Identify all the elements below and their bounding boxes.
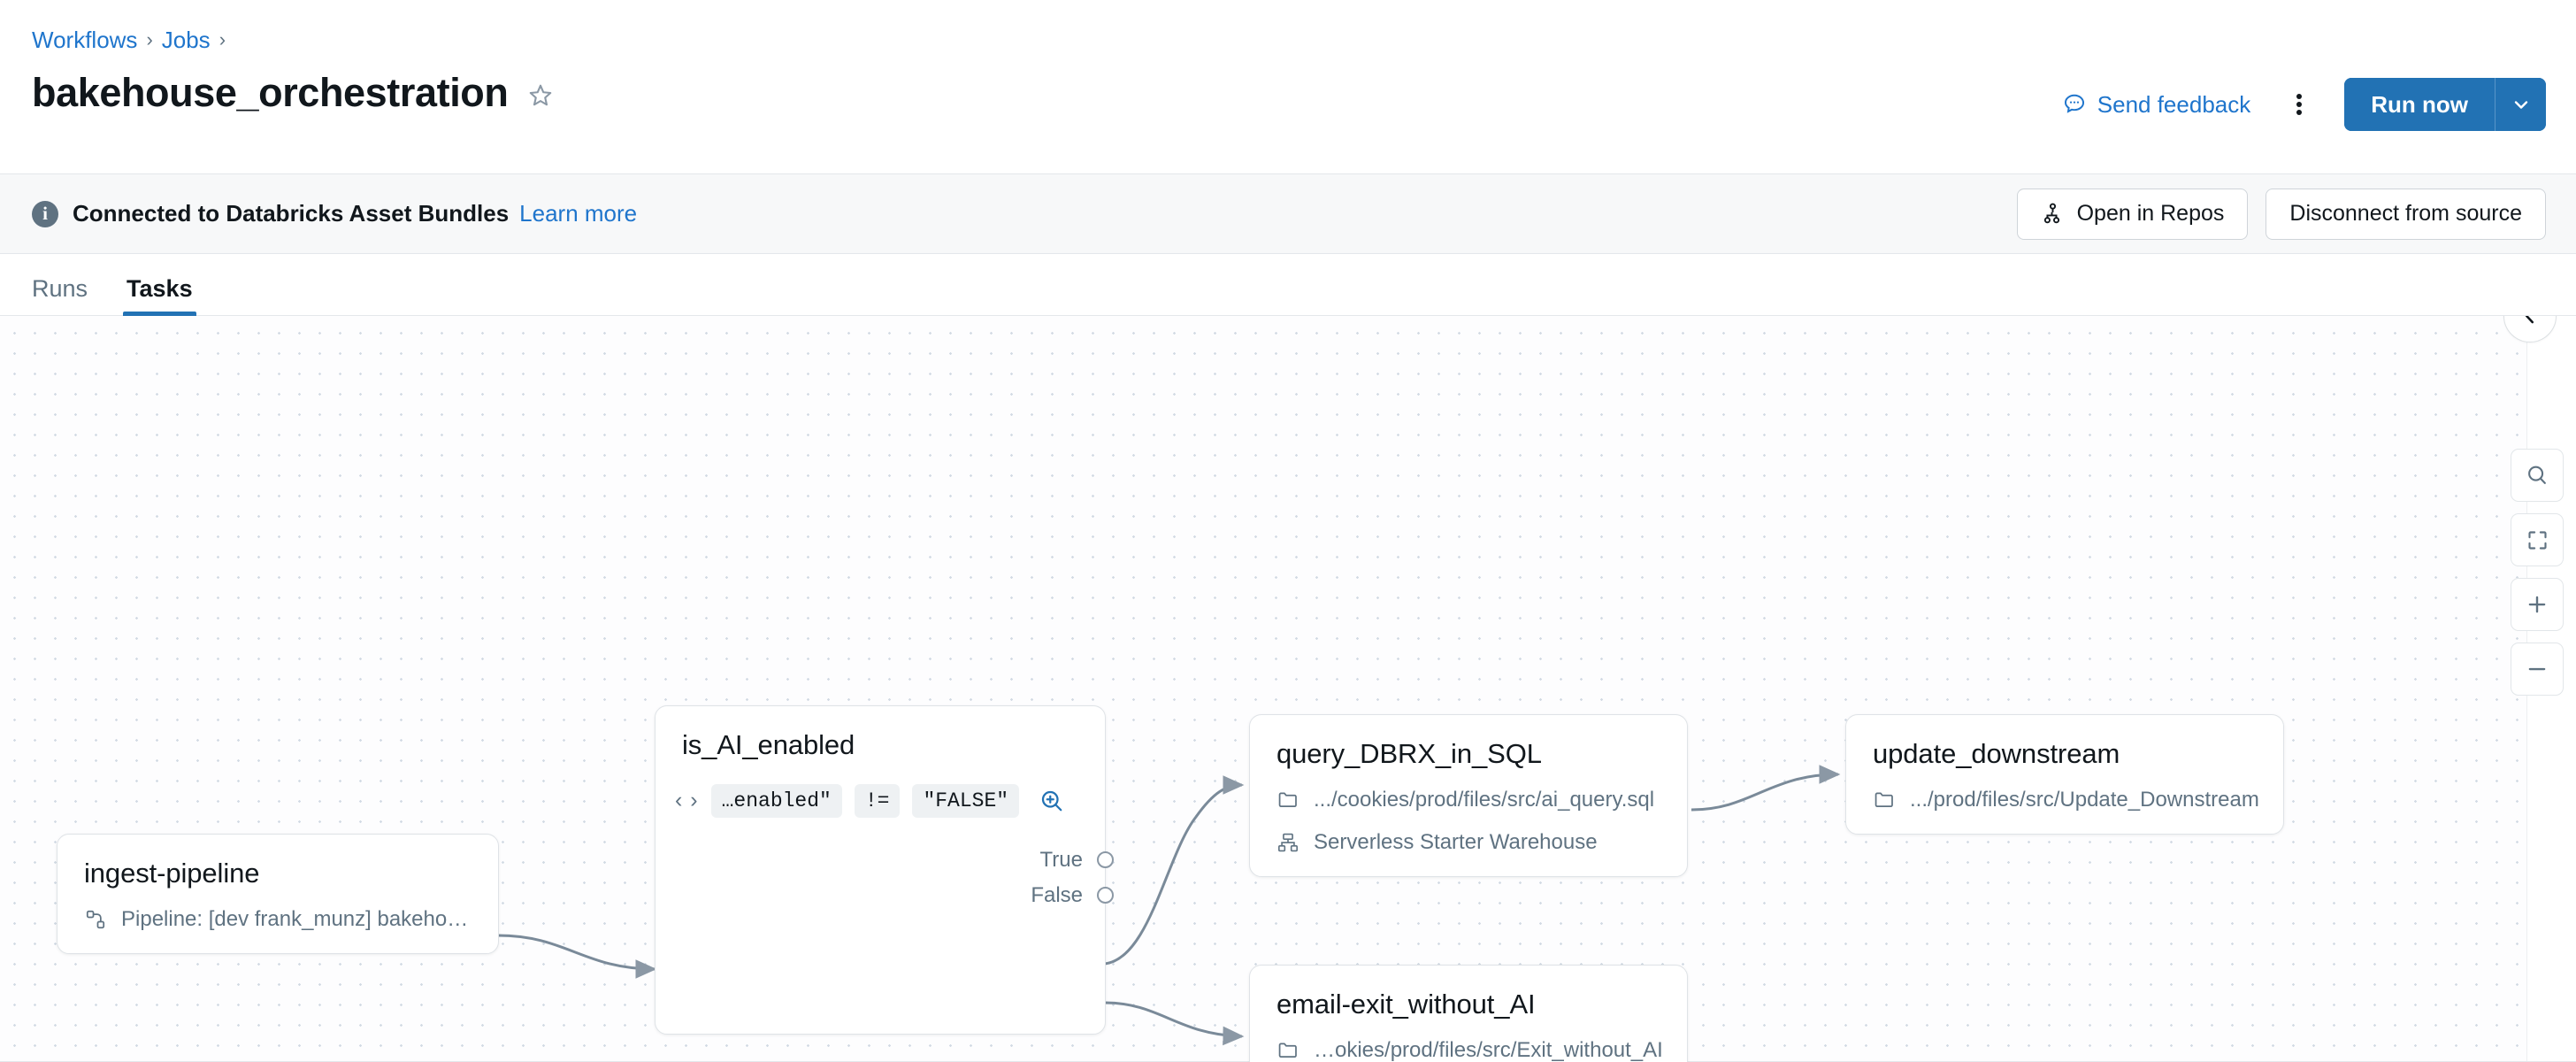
task-node-detail-text: .../prod/files/src/Update_Downstream — [1910, 787, 2259, 812]
task-node-detail-row: .../prod/files/src/Update_Downstream — [1873, 787, 2259, 812]
task-node-detail-text: Pipeline: [dev frank_munz] bakeho… — [121, 906, 469, 931]
overflow-menu-icon[interactable] — [2275, 81, 2323, 128]
breadcrumb-item-workflows[interactable]: Workflows — [32, 26, 138, 53]
folder-icon — [1873, 789, 1896, 812]
page-header: Workflows › Jobs › bakehouse_orchestrati… — [0, 0, 2576, 174]
title-row: bakehouse_orchestration — [32, 70, 2544, 115]
zoom-in-icon[interactable] — [2511, 578, 2564, 631]
disconnect-label: Disconnect from source — [2289, 201, 2522, 226]
task-node-detail-row: .../cookies/prod/files/src/ai_query.sql — [1276, 788, 1660, 812]
warehouse-icon — [1276, 831, 1300, 854]
task-node-ingest-pipeline[interactable]: ingest-pipeline Pipeline: [dev frank_mun… — [57, 834, 499, 954]
code-brackets-icon: ‹ › — [675, 788, 699, 813]
tab-runs[interactable]: Runs — [32, 275, 88, 302]
task-node-detail-row: Serverless Starter Warehouse — [1276, 830, 1660, 855]
pipeline-icon — [84, 908, 107, 931]
open-in-repos-button[interactable]: Open in Repos — [2016, 188, 2249, 240]
canvas-dot-grid — [0, 316, 2576, 1062]
task-node-email-exit-without-ai[interactable]: email-exit_without_AI …okies/prod/files/… — [1249, 965, 1688, 1062]
star-outline-icon[interactable] — [527, 82, 554, 109]
folder-icon — [1276, 789, 1300, 812]
kebab-dot — [2296, 94, 2303, 99]
task-node-detail-text: .../cookies/prod/files/src/ai_query.sql — [1314, 787, 1655, 812]
task-node-detail-row: …okies/prod/files/src/Exit_without_AI — [1276, 1037, 1663, 1062]
task-node-title: query_DBRX_in_SQL — [1276, 738, 1542, 769]
condition-left-operand: …enabled" — [710, 783, 842, 818]
fit-to-screen-icon[interactable] — [2511, 513, 2564, 566]
tab-bar: Runs Tasks — [0, 254, 2576, 316]
port-handle[interactable] — [1097, 887, 1114, 904]
info-icon: i — [32, 200, 58, 227]
task-node-detail-row: Pipeline: [dev frank_munz] bakeho… — [84, 907, 472, 932]
breadcrumb-separator: › — [218, 28, 226, 50]
disconnect-from-source-button[interactable]: Disconnect from source — [2266, 188, 2546, 240]
zoom-expression-icon[interactable] — [1039, 788, 1065, 814]
condition-port-true-label: True — [1039, 847, 1083, 872]
run-now-group: Run now — [2344, 78, 2546, 131]
chevron-left-icon — [2525, 316, 2534, 324]
task-node-title: update_downstream — [1873, 738, 2120, 769]
header-actions: Send feedback Run now — [2051, 78, 2546, 131]
page-title: bakehouse_orchestration — [32, 70, 509, 115]
run-now-dropdown-button[interactable] — [2495, 78, 2546, 131]
task-node-update-downstream[interactable]: update_downstream .../prod/files/src/Upd… — [1845, 714, 2284, 835]
asset-bundles-banner: i Connected to Databricks Asset Bundles … — [0, 174, 2576, 254]
condition-port-false[interactable]: False — [1031, 882, 1114, 908]
kebab-dot — [2296, 110, 2303, 115]
zoom-out-icon[interactable] — [2511, 643, 2564, 696]
condition-output-ports: True False — [656, 847, 1114, 908]
task-node-detail-text: …okies/prod/files/src/Exit_without_AI — [1314, 1037, 1663, 1062]
graph-toolbar — [2511, 449, 2564, 696]
speech-bubble-icon — [2064, 94, 2084, 113]
tab-tasks[interactable]: Tasks — [123, 275, 196, 316]
send-feedback-button[interactable]: Send feedback — [2051, 84, 2261, 126]
condition-port-false-label: False — [1031, 882, 1083, 907]
condition-expression: ‹ › …enabled" != "FALSE" — [656, 783, 1105, 818]
search-icon[interactable] — [2511, 449, 2564, 502]
run-now-button[interactable]: Run now — [2344, 78, 2495, 131]
banner-message: Connected to Databricks Asset Bundles — [73, 200, 510, 227]
chevron-down-icon — [2514, 101, 2527, 109]
task-node-title: ingest-pipeline — [84, 858, 260, 889]
task-graph-canvas[interactable]: ingest-pipeline Pipeline: [dev frank_mun… — [0, 316, 2576, 1062]
send-feedback-label: Send feedback — [2097, 90, 2251, 118]
folder-icon — [1276, 1039, 1300, 1062]
condition-port-true[interactable]: True — [1039, 847, 1114, 873]
breadcrumb-item-jobs[interactable]: Jobs — [161, 26, 211, 53]
task-node-detail-text: Serverless Starter Warehouse — [1314, 829, 1598, 854]
condition-operator: != — [854, 783, 901, 818]
condition-right-operand: "FALSE" — [912, 783, 1020, 818]
task-node-title: email-exit_without_AI — [1276, 989, 1536, 1020]
repo-tree-icon — [2043, 203, 2059, 224]
task-node-title: is_AI_enabled — [682, 729, 855, 760]
task-node-is-ai-enabled[interactable]: is_AI_enabled ‹ › …enabled" != "FALSE" T… — [655, 705, 1114, 1035]
learn-more-link[interactable]: Learn more — [519, 200, 638, 227]
breadcrumb-separator: › — [146, 28, 153, 50]
task-node-query-dbrx-in-sql[interactable]: query_DBRX_in_SQL .../cookies/prod/files… — [1249, 714, 1688, 877]
banner-actions: Open in Repos Disconnect from source — [2016, 188, 2546, 240]
port-handle[interactable] — [1097, 851, 1114, 869]
open-in-repos-label: Open in Repos — [2076, 201, 2225, 226]
kebab-dot — [2296, 102, 2303, 107]
breadcrumb: Workflows › Jobs › — [32, 25, 2544, 55]
